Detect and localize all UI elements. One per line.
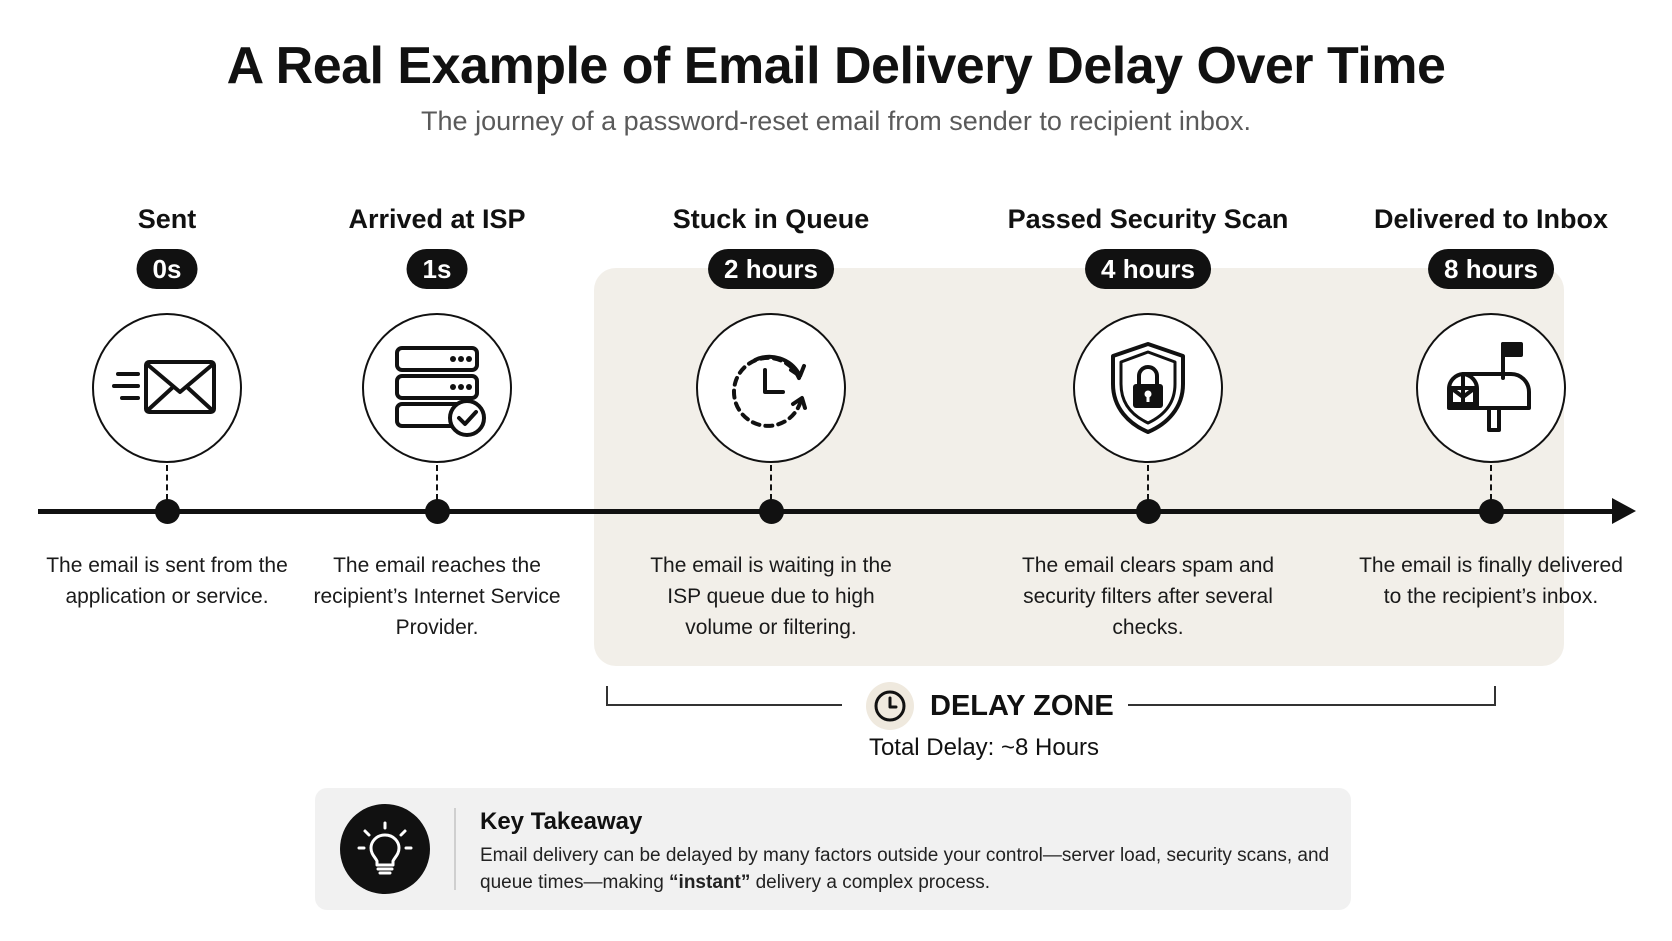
shield-lock-icon xyxy=(1111,342,1185,434)
takeaway-text-after: delivery a complex process. xyxy=(750,872,991,893)
stage-title: Sent xyxy=(137,204,197,234)
envelope-send-icon xyxy=(112,360,216,414)
timeline-point xyxy=(155,499,180,524)
mailbox-icon xyxy=(1446,342,1531,432)
delay-zone-bracket-right xyxy=(1128,686,1496,706)
stage-title: Arrived at ISP xyxy=(348,204,526,234)
stage-security-scan: Passed Security Scan 4 hours The email c… xyxy=(998,0,1298,660)
takeaway-text-before: Email delivery can be delayed by many fa… xyxy=(480,845,1330,893)
delay-zone-title: DELAY ZONE xyxy=(930,689,1114,722)
page-subtitle: The journey of a password-reset email fr… xyxy=(421,106,1251,136)
stage-time-badge: 0s xyxy=(136,249,198,289)
page-title: A Real Example of Email Delivery Delay O… xyxy=(226,37,1446,95)
stage-connector xyxy=(436,465,438,500)
takeaway-divider xyxy=(454,808,456,890)
server-check-icon xyxy=(395,346,486,437)
stage-title: Delivered to Inbox xyxy=(1373,204,1609,234)
stage-time-badge: 1s xyxy=(406,249,468,289)
stage-time-badge: 4 hours xyxy=(1085,249,1211,289)
stage-description: The email is finally delivered to the re… xyxy=(1359,554,1623,608)
stage-description: The email is sent from the application o… xyxy=(46,554,288,608)
stage-time-badge: 8 hours xyxy=(1428,249,1554,289)
stage-description: The email is waiting in the ISP queue du… xyxy=(650,554,892,639)
delay-zone-bracket-left xyxy=(606,686,842,706)
timeline-point xyxy=(1136,499,1161,524)
delay-zone-label: DELAY ZONE xyxy=(866,682,1114,730)
clock-icon xyxy=(866,682,914,730)
stage-icon-circle xyxy=(1073,313,1223,463)
timeline-axis xyxy=(38,509,1628,514)
stage-icon-circle xyxy=(92,313,242,463)
stage-title: Passed Security Scan xyxy=(1007,204,1289,234)
stage-description: The email clears spam and security filte… xyxy=(1021,554,1275,639)
timeline-point xyxy=(759,499,784,524)
key-takeaway-box: Key Takeaway Email delivery can be delay… xyxy=(315,788,1351,910)
stage-icon-circle xyxy=(362,313,512,463)
timeline-point xyxy=(425,499,450,524)
stage-title: Stuck in Queue xyxy=(672,204,870,234)
stage-connector xyxy=(770,465,772,500)
takeaway-text-emphasis: “instant” xyxy=(669,872,751,893)
lightbulb-icon xyxy=(340,804,430,894)
stage-time-badge: 2 hours xyxy=(708,249,834,289)
stage-description: The email reaches the recipient’s Intern… xyxy=(313,554,561,639)
stage-connector xyxy=(1147,465,1149,500)
takeaway-text: Email delivery can be delayed by many fa… xyxy=(480,842,1340,896)
stage-connector xyxy=(166,465,168,500)
stage-arrived-isp: Arrived at ISP 1s The email reaches the … xyxy=(287,0,587,660)
clock-refresh-icon xyxy=(732,354,807,428)
stage-connector xyxy=(1490,465,1492,500)
stage-stuck-queue: Stuck in Queue 2 hours The email is wait… xyxy=(621,0,921,660)
stage-icon-circle xyxy=(1416,313,1566,463)
timeline-point xyxy=(1479,499,1504,524)
timeline-arrowhead xyxy=(1612,498,1636,524)
takeaway-title: Key Takeaway xyxy=(480,808,643,835)
stage-icon-circle xyxy=(696,313,846,463)
stage-delivered-inbox: Delivered to Inbox 8 hours The email is … xyxy=(1341,0,1641,660)
stage-sent: Sent 0s The email is sent from the appli… xyxy=(17,0,317,660)
delay-zone-total: Total Delay: ~8 Hours xyxy=(0,734,1672,762)
total-delay-text: Total Delay: ~8 Hours xyxy=(868,734,1100,761)
